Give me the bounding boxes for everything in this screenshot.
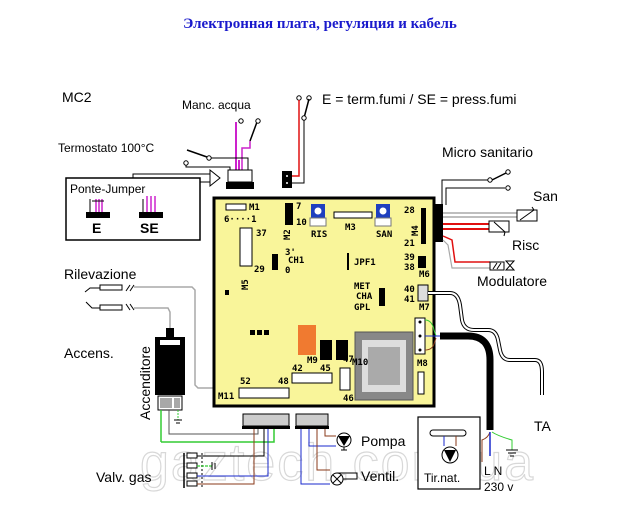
micro-sanitario-label: Micro sanitario [442, 144, 533, 160]
valv-gas-label: Valv. gas [96, 469, 152, 485]
jumper-se-icon [139, 196, 163, 218]
m3-label: M3 [345, 223, 356, 233]
ch1-label: CH1 [288, 256, 304, 266]
pompa-label: Pompa [361, 433, 406, 449]
risc-valve-icon [488, 220, 510, 237]
m11-left: 52 [240, 377, 251, 387]
termostato-label: Termostato 100°C [58, 141, 155, 155]
m9-left: 42 [292, 364, 303, 374]
fumi-switch [282, 95, 312, 188]
diagram-title: Электронная плата, регуляция и кабель [183, 16, 457, 32]
ventil-icon [330, 472, 358, 486]
gas-selector-jumper[interactable] [379, 288, 385, 306]
ch1-bot: 0 [285, 266, 290, 276]
rilevazione-label: Rilevazione [64, 266, 137, 282]
m2-bot: 10 [296, 218, 307, 228]
m4-label: M4 [411, 225, 421, 236]
relay-icon [298, 325, 316, 355]
termostato-switch [183, 149, 249, 172]
rilevazione-electrode [84, 284, 214, 389]
m10-bot: 46 [343, 394, 354, 404]
m1-label: M1 [249, 203, 260, 213]
tir-nat-label: Tir.nat. [424, 471, 460, 485]
m6-top: 39 [404, 253, 415, 263]
m4-cable [433, 204, 518, 269]
ponte-jumper-box: Ponte-Jumper E SE [65, 168, 221, 241]
san-valve-icon [516, 206, 538, 222]
risc-label: Risc [512, 237, 539, 253]
m5-bot: 29 [254, 265, 265, 275]
jpf1-label: JPF1 [354, 258, 376, 268]
san-label: San [533, 188, 558, 204]
manc-acqua-switch [235, 118, 261, 170]
manc-acqua-label: Manc. acqua [182, 98, 251, 112]
ta-label: TA [534, 418, 552, 434]
accens-label: Accens. [64, 345, 114, 361]
m5-label: M5 [241, 279, 251, 290]
ponte-jumper-connector [226, 169, 254, 189]
ln-label: L N [484, 464, 502, 478]
jumper-e-icon [86, 199, 110, 218]
accens-electrode [85, 301, 171, 330]
m4-bot: 21 [404, 239, 415, 249]
ch1-top: 3' [285, 248, 296, 258]
m7-label: M7 [419, 303, 430, 313]
gas-cha: CHA [356, 292, 373, 302]
tir-nat-box: Tir.nat. [417, 416, 481, 490]
micro-sanitario-switch [441, 169, 511, 205]
voltage-label: 230 v [484, 480, 513, 494]
m9-plug [295, 413, 329, 429]
m1-pins: 6····1 [224, 215, 257, 225]
gas-met: MET [354, 282, 371, 292]
fuse-icon [417, 371, 425, 395]
modulatore-label: Modulatore [477, 273, 547, 289]
jumper-se-label: SE [140, 220, 159, 236]
m6-label: M6 [419, 270, 430, 280]
gas-gpl: GPL [354, 303, 371, 313]
m11-label: M11 [218, 392, 234, 402]
ris-label: RIS [311, 230, 327, 240]
accenditore-label: Accenditore [137, 346, 153, 420]
m7-top: 40 [404, 285, 415, 295]
m11-right: 48 [278, 377, 289, 387]
control-board: M1 6····1 7 10 M2 RIS M3 SAN 28 21 M4 37… [212, 196, 436, 408]
m10-top: 47 [343, 355, 354, 365]
m9-label: M9 [307, 356, 318, 366]
m4-top: 28 [404, 206, 415, 216]
m9-right: 45 [320, 364, 331, 374]
m10-label: M10 [352, 358, 368, 368]
m2-label: M2 [283, 229, 293, 240]
ponte-jumper-label: Ponte-Jumper [70, 182, 145, 196]
model-label: MC2 [62, 89, 92, 105]
modulatore-icon [489, 260, 516, 271]
fumi-legend: E = term.fumi / SE = press.fumi [322, 91, 517, 107]
m11-plug [242, 413, 290, 429]
pompa-icon [336, 432, 352, 451]
m8-label: M8 [417, 359, 428, 369]
power-cable-ends [481, 431, 518, 462]
jumper-e-label: E [92, 220, 101, 236]
m6-bot: 38 [404, 263, 415, 273]
m2-top: 7 [296, 202, 301, 212]
san-pcb-label: SAN [376, 230, 392, 240]
ventil-label: Ventil. [361, 468, 399, 484]
accenditore-icon [155, 328, 185, 411]
m5-top: 37 [256, 229, 267, 239]
m7-bot: 41 [404, 295, 415, 305]
